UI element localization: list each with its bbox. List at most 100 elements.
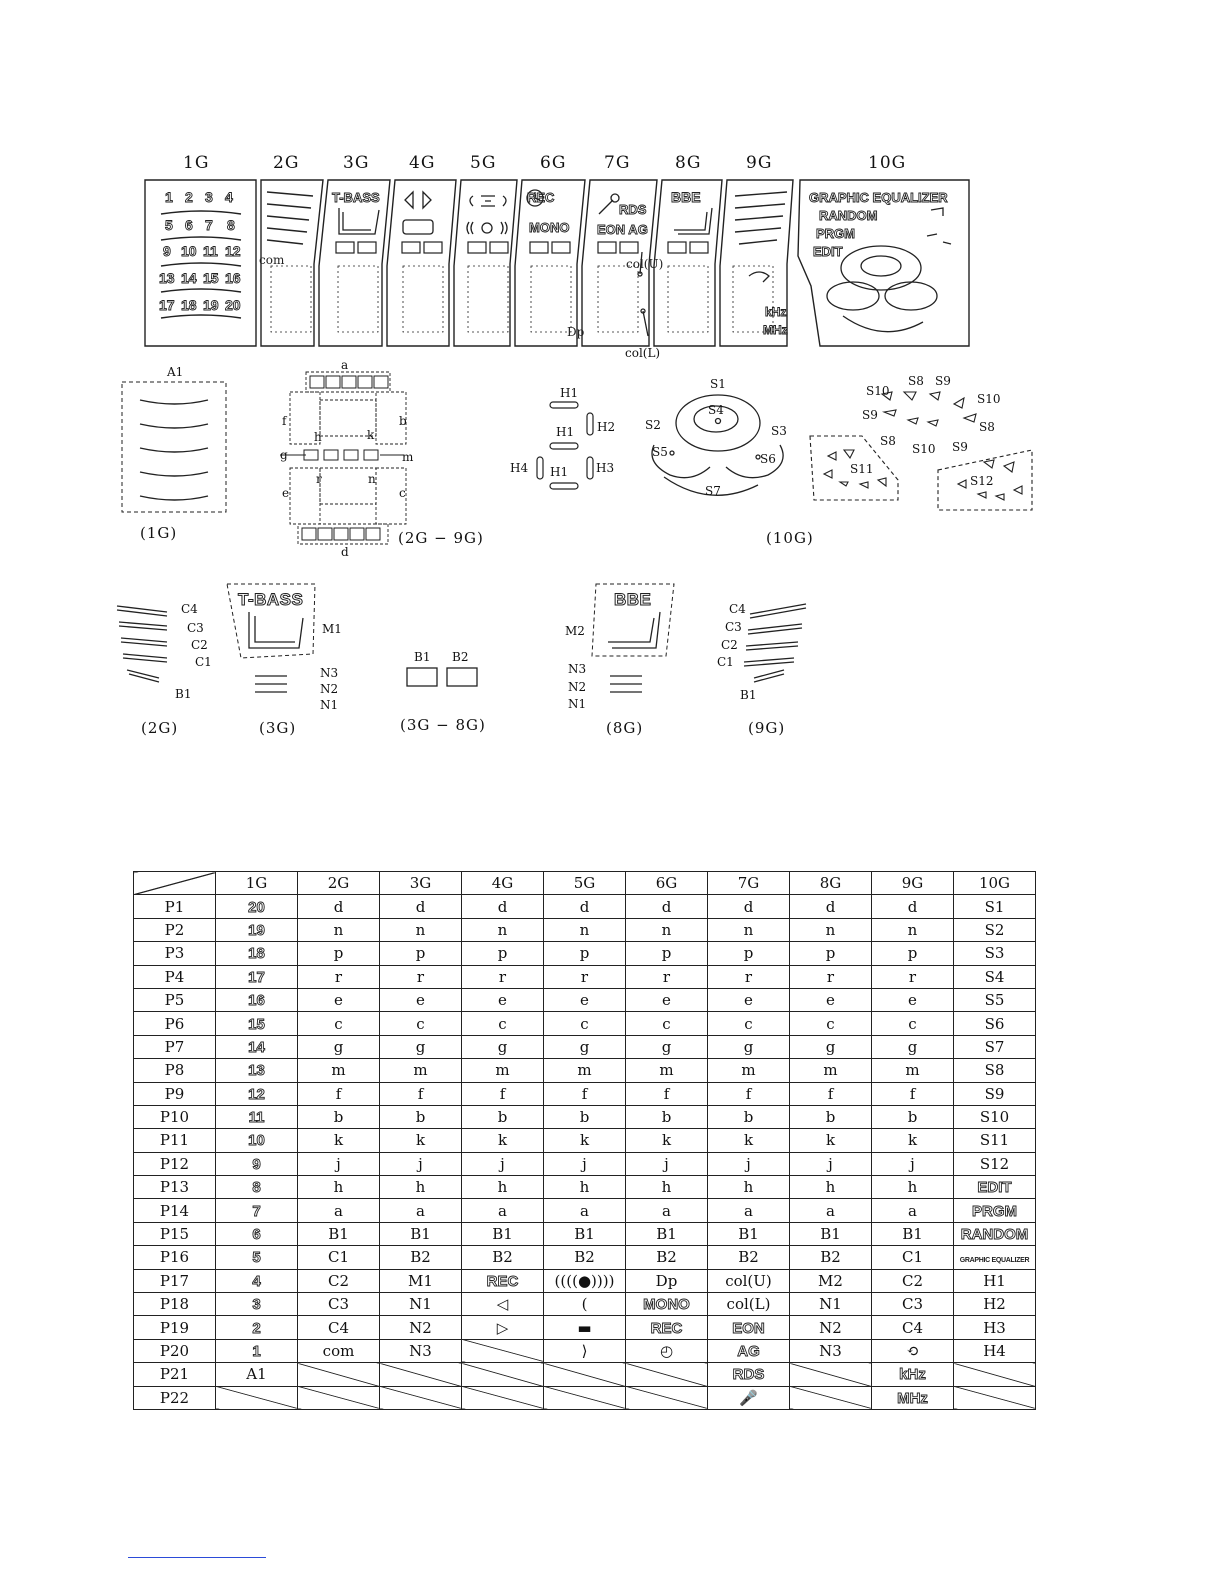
table-cell: m (789, 1058, 872, 1083)
table-cell: b (461, 1104, 544, 1130)
table-cell: d (871, 894, 954, 919)
table-cell: h (707, 1175, 790, 1200)
table-cell: j (543, 1151, 626, 1177)
table-cell-value: m (905, 1061, 920, 1080)
table-cell: 4 (215, 1268, 298, 1294)
table-row-pin: P14 (133, 1198, 216, 1223)
table-cell-value: r (580, 967, 589, 986)
table-cell-value: 1 (252, 1343, 261, 1361)
g1-num-1: 1 (165, 189, 173, 205)
table-cell-value: p (661, 944, 672, 963)
table-cell: g (625, 1034, 708, 1060)
a1-label: A1 (167, 365, 184, 379)
table-cell: a (871, 1198, 954, 1223)
table-cell: B2 (461, 1245, 544, 1270)
table-cell: EDIT (953, 1175, 1036, 1200)
table-cell: a (461, 1198, 544, 1223)
table-cell: g (297, 1034, 380, 1060)
table-cell: k (871, 1128, 954, 1153)
s2-label: S2 (645, 418, 661, 432)
table-cell: S3 (953, 941, 1036, 966)
g1-num-11: 11 (203, 243, 218, 259)
table-cell-value: m (577, 1061, 592, 1080)
table-cell-value: M1 (408, 1271, 433, 1290)
grid-label-8g: 8G (675, 153, 702, 173)
table-cell: m (379, 1058, 462, 1083)
table-cell-value: b (743, 1108, 754, 1127)
table-cell: g (707, 1034, 790, 1060)
table-cell-value: k (415, 1131, 426, 1150)
table-cell: ⟩ (543, 1338, 626, 1364)
table-cell: C4 (871, 1315, 954, 1340)
table-cell: e (461, 987, 544, 1013)
table-cell: C4 (297, 1315, 380, 1340)
table-cell-value: 19 (248, 921, 266, 940)
table-cell: r (543, 964, 626, 989)
table-cell: C1 (871, 1245, 954, 1270)
table-cell: n (625, 917, 708, 943)
table-cell: n (379, 917, 462, 943)
table-cell (461, 1362, 544, 1387)
table-cell-value: j (582, 1154, 587, 1173)
table-cell: col(U) (707, 1268, 790, 1294)
table-cell-value: S3 (984, 944, 1005, 963)
s8-label-c: S8 (880, 434, 896, 448)
table-cell-value: n (825, 920, 836, 939)
table-cell: m (707, 1058, 790, 1083)
table-cell (297, 1385, 380, 1410)
table-cell-value: 4 (252, 1272, 261, 1290)
eon-ag-label: EON AG (597, 222, 648, 237)
table-cell: n (871, 917, 954, 943)
bbe-detail-label: BBE (613, 590, 652, 610)
table-cell-value: B2 (656, 1248, 677, 1267)
table-cell-value: k (333, 1131, 344, 1150)
9g-bars-detail (743, 603, 807, 683)
table-cell-value: B1 (328, 1225, 349, 1244)
table-row-pin: P6 (133, 1011, 216, 1036)
table-cell-value: f (663, 1084, 670, 1103)
table-cell: 19 (215, 917, 298, 943)
g1-num-3: 3 (205, 189, 213, 205)
table-cell: H2 (953, 1292, 1036, 1317)
table-cell: m (297, 1058, 380, 1083)
table-cell-value: S2 (984, 920, 1005, 939)
table-corner-cell (133, 870, 216, 896)
table-row: P22🎤MHz (133, 1385, 1036, 1410)
table-cell-value: d (333, 897, 344, 916)
table-cell-value: 6 (252, 1226, 261, 1244)
table-cell: h (871, 1175, 954, 1200)
table-cell-value: 🎤 (739, 1388, 758, 1407)
table-cell-value: B1 (410, 1225, 431, 1244)
h2-label: H2 (597, 420, 616, 434)
table-cell-value: g (579, 1037, 590, 1056)
table-cell: p (379, 941, 462, 966)
g1-num-9: 9 (163, 243, 171, 259)
panel-3g (318, 179, 391, 347)
table-cell: g (871, 1034, 954, 1060)
seg-n-label: n (368, 472, 376, 486)
table-cell-value: c (908, 1014, 917, 1033)
table-cell: 🎤 (707, 1385, 790, 1410)
table-cell-value: h (661, 1178, 672, 1197)
h1-label-c: H1 (550, 465, 569, 479)
table-cell: g (379, 1034, 462, 1060)
table-cell-value: r (498, 967, 507, 986)
table-cell: 3 (215, 1292, 298, 1317)
table-cell: S1 (953, 894, 1036, 919)
g1-num-16: 16 (225, 270, 241, 286)
table-cell: f (297, 1081, 380, 1106)
table-cell: N1 (789, 1292, 872, 1317)
table-cell-value: S5 (984, 991, 1005, 1010)
table-cell (461, 1338, 544, 1364)
table-cell: h (379, 1175, 462, 1200)
table-cell-value: r (908, 967, 917, 986)
table-cell-value: 13 (248, 1062, 266, 1080)
table-cell: b (625, 1104, 708, 1130)
table-cell: S7 (953, 1034, 1036, 1060)
table-cell: B1 (789, 1221, 872, 1247)
table-cell: d (543, 894, 626, 919)
